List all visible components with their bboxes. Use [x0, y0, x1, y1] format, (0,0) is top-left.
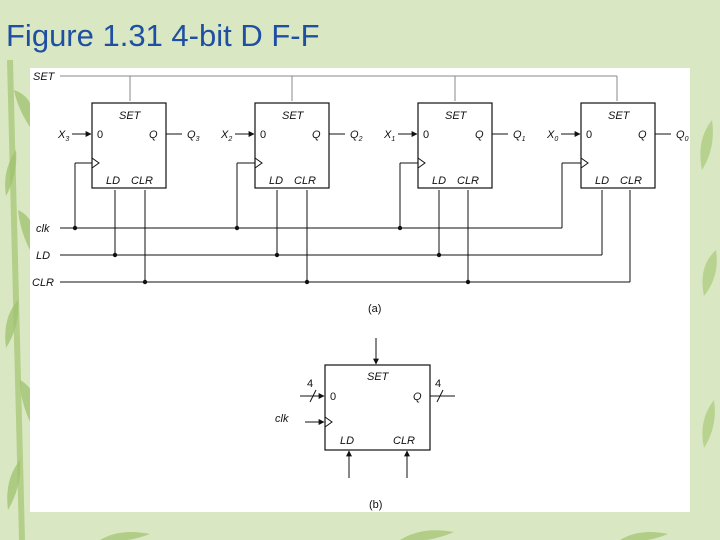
ff3-output-label: Q3 — [187, 129, 200, 143]
ff2-set-label: SET — [282, 110, 305, 122]
ff3-input-label: X3 — [57, 129, 69, 143]
diagram-a: SET clk LD CLR SET 0 Q LD — [32, 71, 689, 315]
ff0-set-label: SET — [608, 110, 631, 122]
block-input-bus-slash — [309, 389, 317, 403]
ff2-input-label: X2 — [220, 129, 232, 143]
block-output-bus-slash — [436, 389, 444, 403]
ld-junction-dots — [112, 252, 442, 258]
ff3-ld-label: LD — [106, 175, 120, 187]
ff1-input-label: X1 — [383, 129, 395, 143]
ld-bus-line — [60, 190, 603, 256]
ff1-clock-triangle — [417, 157, 426, 169]
flipflop-stage-3: SET 0 Q LD CLR X3 Q3 — [57, 102, 200, 189]
ff3-set-label: SET — [119, 110, 142, 122]
ff2-ld-label: LD — [269, 175, 283, 187]
ff2-clr-label: CLR — [294, 175, 316, 187]
flipflop-stage-0: SET 0 Q LD CLR X0 Q0 — [546, 102, 689, 189]
caption-b: (b) — [369, 499, 382, 511]
bamboo-leaves-right — [700, 120, 717, 448]
ff1-ld-label: LD — [432, 175, 446, 187]
flipflop-stage-1: SET 0 Q LD CLR X1 Q1 — [383, 102, 526, 189]
clk-signal-label: clk — [36, 223, 50, 235]
bamboo-leaves-bottom — [100, 530, 668, 540]
ff3-zero-label: 0 — [97, 129, 103, 141]
ff1-zero-label: 0 — [423, 129, 429, 141]
ff2-clock-triangle — [254, 157, 263, 169]
ff3-clock-triangle — [91, 157, 100, 169]
ff2-q-label: Q — [312, 129, 321, 141]
block-bus-out-label: 4 — [435, 378, 441, 390]
ff2-output-label: Q2 — [350, 129, 363, 143]
caption-a: (a) — [368, 303, 381, 315]
clr-junction-dots — [142, 279, 471, 285]
ff1-clr-label: CLR — [457, 175, 479, 187]
ff3-clr-label: CLR — [131, 175, 153, 187]
block-clock-triangle — [324, 416, 333, 428]
block-clk-label: clk — [275, 413, 289, 425]
ld-signal-label: LD — [36, 250, 50, 262]
clr-bus-line — [60, 190, 631, 283]
block-clr-label: CLR — [393, 435, 415, 447]
ff3-q-label: Q — [149, 129, 158, 141]
flipflop-stage-2: SET 0 Q LD CLR X2 Q2 — [220, 102, 363, 189]
diagram-b: SET 0 Q LD CLR 4 4 clk (b) — [275, 338, 455, 511]
set-signal-label: SET — [33, 71, 56, 83]
set-bus-line — [60, 75, 618, 101]
ff1-set-label: SET — [445, 110, 468, 122]
ff0-q-label: Q — [638, 129, 647, 141]
ff0-clr-label: CLR — [620, 175, 642, 187]
clk-bus-line — [60, 163, 563, 229]
slide-title: Figure 1.31 4-bit D F-F — [6, 18, 320, 53]
ff0-ld-label: LD — [595, 175, 609, 187]
ff0-input-label: X0 — [546, 129, 558, 143]
ff1-output-label: Q1 — [513, 129, 526, 143]
block-bus-in-label: 4 — [307, 378, 313, 390]
block-set-label: SET — [367, 371, 390, 383]
ff2-zero-label: 0 — [260, 129, 266, 141]
block-ld-label: LD — [340, 435, 354, 447]
block-zero-label: 0 — [330, 391, 336, 403]
register-block — [324, 364, 431, 451]
ff0-zero-label: 0 — [586, 129, 592, 141]
block-q-label: Q — [413, 391, 422, 403]
ff0-clock-triangle — [580, 157, 589, 169]
ff0-output-label: Q0 — [676, 129, 689, 143]
clk-junction-dots — [72, 225, 403, 231]
clr-signal-label: CLR — [32, 277, 54, 289]
ff1-q-label: Q — [475, 129, 484, 141]
